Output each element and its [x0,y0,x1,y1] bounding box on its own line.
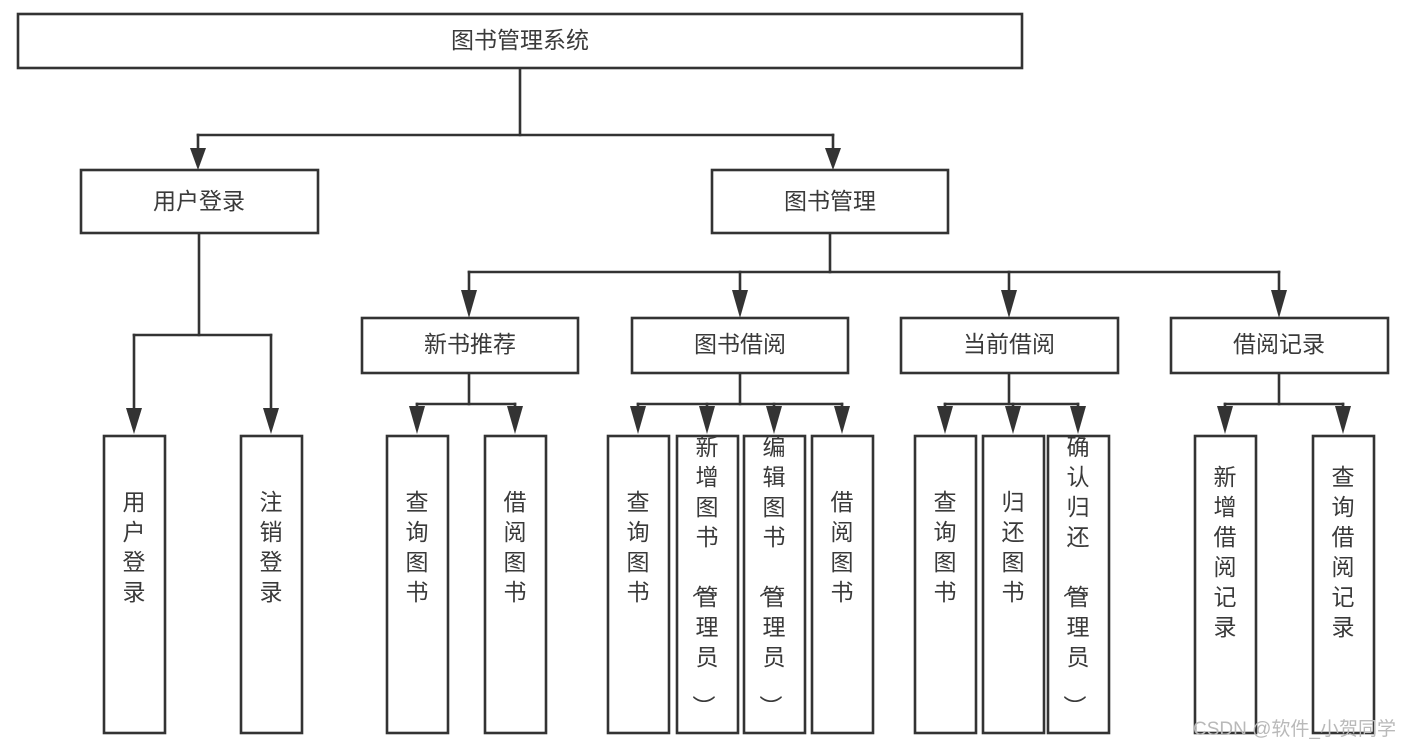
node-root-system[interactable]: 图书管理系统 [16,12,1024,70]
node-current-borrow-label: 当前借阅 [963,331,1055,357]
leaf-borrow-add-book-box[interactable] [675,434,740,735]
leaf-record-query-record-label: 查询借阅记录 [1332,464,1355,640]
leaf-logout-box[interactable] [239,434,304,735]
leaf-borrow-add-book[interactable]: 新增图书（管理员） [675,434,740,735]
arrow-to-bookborrow-leaf-1 [630,406,646,434]
node-current-borrow[interactable]: 当前借阅 [899,316,1120,375]
leaf-record-add-record-box[interactable] [1193,434,1258,735]
leaf-current-confirm-return[interactable]: 确认归还（管理员） [1046,434,1111,735]
leaf-current-confirm-return-label: 确认归还（管理员） [1062,434,1090,718]
node-book-borrow-label: 图书借阅 [694,331,786,357]
leaf-borrow-query-book-box[interactable] [606,434,671,735]
arrow-to-currentborrow-leaf-3 [1070,406,1086,434]
arrow-to-bookborrow-leaf-3 [766,406,782,434]
leaf-newbook-query-book[interactable]: 查询图书 [385,434,450,735]
node-new-book-recommend-box[interactable] [360,316,580,375]
leaf-newbook-borrow-book-label: 借阅图书 [504,489,527,605]
node-book-management[interactable]: 图书管理 [710,168,950,235]
leaf-borrow-borrow-book[interactable]: 借阅图书 [810,434,875,735]
leaf-logout[interactable]: 注销登录 [239,434,304,735]
leaf-borrow-edit-book-box[interactable] [742,434,807,735]
node-borrow-record-label: 借阅记录 [1233,331,1325,357]
leaf-borrow-edit-book-label: 编辑图书（管理员） [758,434,786,718]
leaf-newbook-borrow-book-box[interactable] [483,434,548,735]
node-user-login-box[interactable] [79,168,320,235]
arrow-to-borrowrecord-leaf-2 [1335,406,1351,434]
arrow-to-bookborrow-leaf-4 [834,406,850,434]
watermark-label: CSDN @软件_小贺同学 [1193,718,1396,740]
arrow-to-user-login [190,148,206,170]
arrow-to-currentborrow-leaf-1 [937,406,953,434]
leaf-current-query-book[interactable]: 查询图书 [913,434,978,735]
leaf-record-query-record[interactable]: 查询借阅记录 [1311,434,1376,735]
node-root-system-box[interactable] [16,12,1024,70]
leaf-logout-label: 注销登录 [260,489,283,605]
node-borrow-record[interactable]: 借阅记录 [1169,316,1390,375]
node-borrow-record-box[interactable] [1169,316,1390,375]
node-current-borrow-box[interactable] [899,316,1120,375]
leaf-current-return-book[interactable]: 归还图书 [981,434,1046,735]
arrow-to-borrowrecord-leaf-1 [1217,406,1233,434]
arrow-to-newbook-leaf-2 [507,406,523,434]
arrow-to-currentborrow-leaf-2 [1005,406,1021,434]
node-new-book-recommend-label: 新书推荐 [424,331,516,357]
leaf-record-add-record[interactable]: 新增借阅记录 [1193,434,1258,735]
node-user-login[interactable]: 用户登录 [79,168,320,235]
arrow-to-newbook-leaf-1 [409,406,425,434]
leaf-borrow-edit-book[interactable]: 编辑图书（管理员） [742,434,807,735]
leaf-current-query-book-box[interactable] [913,434,978,735]
leaf-borrow-borrow-book-box[interactable] [810,434,875,735]
leaf-borrow-borrow-book-label: 借阅图书 [831,489,854,605]
arrow-to-new-book [461,290,477,318]
node-new-book-recommend[interactable]: 新书推荐 [360,316,580,375]
leaf-user-login-box[interactable] [102,434,167,735]
edges-group [126,66,1351,434]
node-book-borrow[interactable]: 图书借阅 [630,316,850,375]
node-root-system-label: 图书管理系统 [451,27,589,53]
arrow-to-user-login-leaf [126,408,142,434]
leaf-record-add-record-label: 新增借阅记录 [1214,464,1237,640]
node-user-login-label: 用户登录 [153,188,245,214]
leaf-borrow-query-book[interactable]: 查询图书 [606,434,671,735]
leaf-borrow-query-book-label: 查询图书 [627,489,650,605]
leaf-record-query-record-box[interactable] [1311,434,1376,735]
leaf-user-login-label: 用户登录 [123,489,146,605]
arrow-to-book-borrow [732,290,748,318]
arrow-to-bookborrow-leaf-2 [699,406,715,434]
leaf-newbook-query-book-label: 查询图书 [406,489,429,605]
leaf-newbook-query-book-box[interactable] [385,434,450,735]
arrow-to-borrow-record [1271,290,1287,318]
arrow-to-book-mgmt [825,148,841,170]
leaf-current-confirm-return-box[interactable] [1046,434,1111,735]
arrow-to-logout-leaf [263,408,279,434]
leaf-current-query-book-label: 查询图书 [934,489,957,605]
node-book-borrow-box[interactable] [630,316,850,375]
leaf-borrow-add-book-label: 新增图书（管理员） [691,434,719,718]
leaf-newbook-borrow-book[interactable]: 借阅图书 [483,434,548,735]
leaf-current-return-book-label: 归还图书 [1002,489,1025,605]
leaf-current-return-book-box[interactable] [981,434,1046,735]
node-book-management-box[interactable] [710,168,950,235]
arrow-to-current-borrow [1001,290,1017,318]
node-book-management-label: 图书管理 [784,188,876,214]
leaf-user-login[interactable]: 用户登录 [102,434,167,735]
